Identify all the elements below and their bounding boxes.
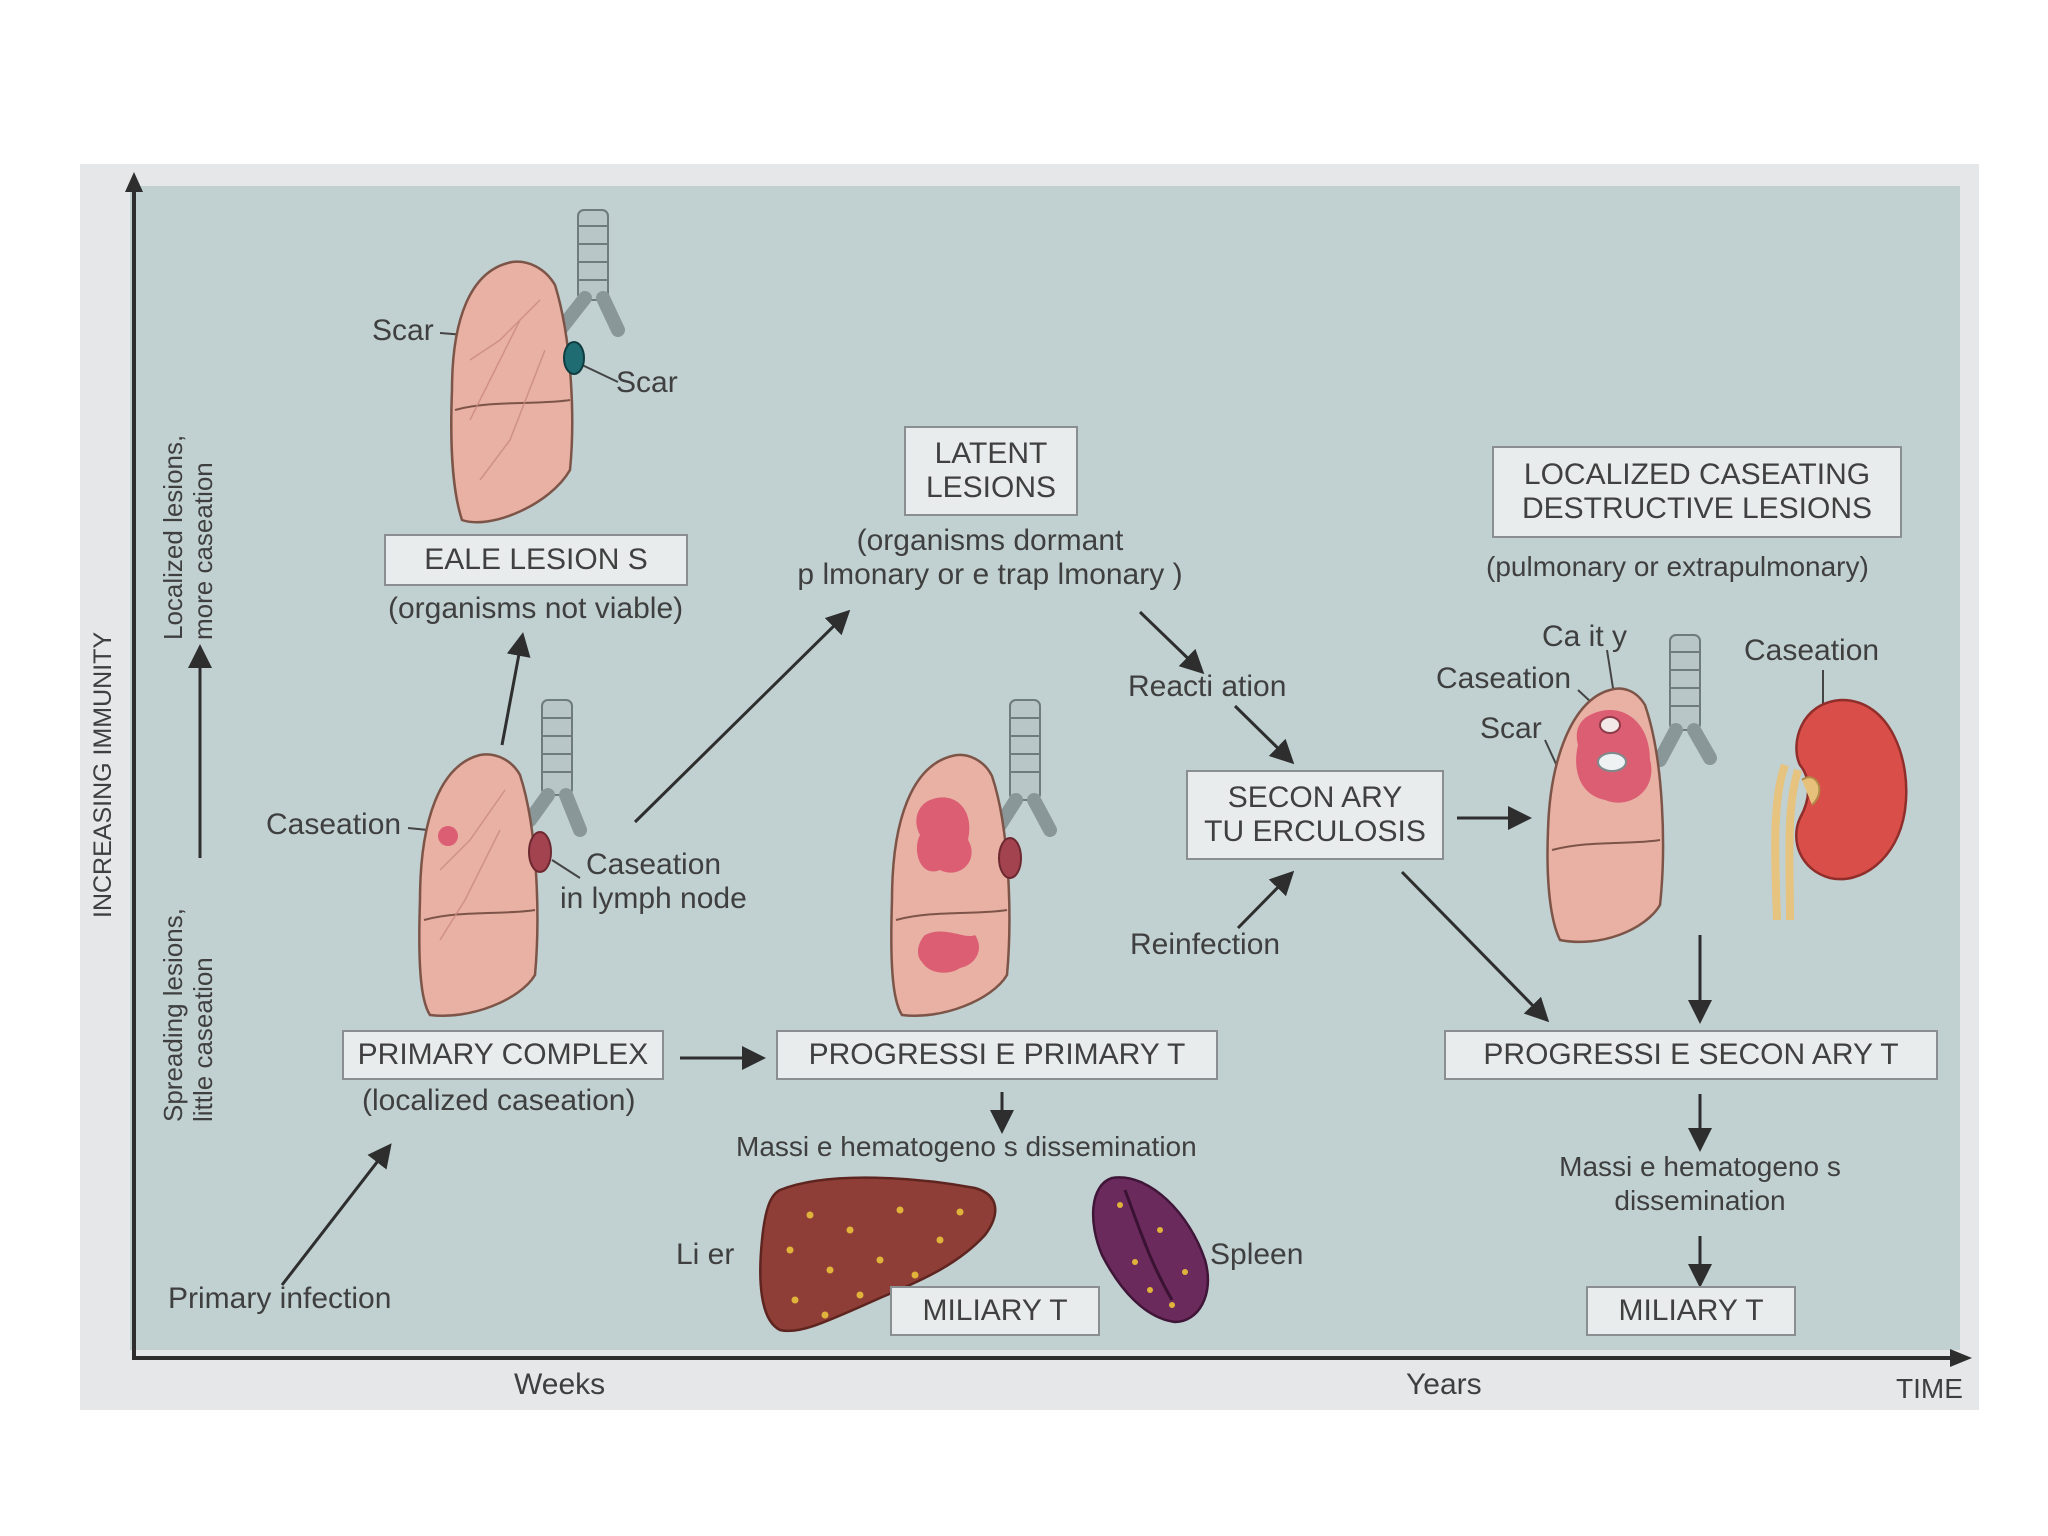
leader-caseation-node	[551, 859, 581, 879]
lung-lobe	[450, 260, 574, 524]
caseous-lymph-node	[528, 831, 552, 873]
caseation-patch-upper	[916, 797, 972, 873]
dissemination-left-label: Massi e hematogeno s dissemination	[736, 1131, 1197, 1162]
axes	[125, 172, 1972, 1367]
kidney-illustration	[1771, 698, 1908, 921]
y-lower-note: Spreading lesions, little caseation	[158, 908, 218, 1122]
primary-complex-note: (localized caseation)	[362, 1084, 636, 1117]
x-tick-years: Years	[1406, 1368, 1482, 1401]
arrow-reactivation-to-secondary	[1233, 704, 1295, 765]
latent-note: (organisms dormant p lmonary or e trap l…	[780, 524, 1200, 592]
localized-line1: LOCALIZED CASEATING	[1523, 458, 1871, 491]
caseation-lung-label: Caseation	[1436, 662, 1572, 695]
liver-label: Li er	[676, 1238, 735, 1271]
secondary-lung-illustration	[1546, 634, 1717, 944]
trachea	[577, 209, 609, 301]
primary-infection-label: Primary infection	[168, 1282, 392, 1315]
primary-lung-illustration	[418, 699, 587, 1017]
scar	[1597, 752, 1627, 772]
localized-line2: DESTRUCTIVE LESIONS	[1521, 492, 1873, 525]
x-axis-arrowhead	[1950, 1349, 1972, 1367]
reinfection-label: Reinfection	[1130, 928, 1281, 961]
latent-note-line1: (organisms dormant	[856, 524, 1124, 557]
primary-complex-box: PRIMARY COMPLEX	[342, 1030, 664, 1080]
progressive-secondary-box: PROGRESSI E SECON ARY T	[1444, 1030, 1938, 1080]
caseation-node-line2: in lymph node	[560, 882, 747, 915]
secondary-line1: SECON ARY	[1227, 781, 1403, 814]
arrow-latent-to-reactivation	[1138, 610, 1205, 675]
miliary-tb-right-box: MILIARY T	[1586, 1286, 1796, 1336]
latent-lesions-box: LATENT LESIONS	[904, 426, 1078, 516]
progressive-primary-box: PROGRESSI E PRIMARY T	[776, 1030, 1218, 1080]
primary-complex-text: PRIMARY COMPLEX	[357, 1038, 649, 1071]
cavity	[1599, 716, 1621, 734]
y-axis-arrowhead	[125, 172, 143, 192]
secondary-tb-box: SECON ARY TU ERCULOSIS	[1186, 770, 1444, 860]
localized-note: (pulmonary or extrapulmonary)	[1486, 551, 1869, 582]
ghon-focus	[438, 826, 458, 846]
y-lower-note-line1: Spreading lesions,	[158, 908, 188, 1122]
y-axis-label: INCREASING IMMUNITY	[89, 631, 117, 918]
calcified-node	[563, 341, 585, 375]
healed-note: (organisms not viable)	[388, 592, 684, 625]
latent-note-line2: p lmonary or e trap lmonary )	[797, 558, 1183, 591]
healed-lesions-box: EALE LESION S	[384, 534, 688, 586]
dissemination-right-line2: dissemination	[1614, 1185, 1786, 1216]
arrow-primary-to-healed	[500, 632, 531, 746]
arrow-reinfection-to-secondary	[1236, 870, 1295, 930]
caseation-node-label: Caseation in lymph node	[560, 848, 747, 916]
lung-lobe	[418, 753, 539, 1017]
y-upper-note-line2: more caseation	[188, 462, 218, 640]
y-upper-note-line1: Localized lesions,	[158, 434, 188, 640]
cavity-label: Ca it y	[1542, 620, 1628, 653]
spleen-illustration	[1091, 1176, 1210, 1324]
leader-scar-2	[579, 363, 619, 383]
caseation-kidney-label: Caseation	[1744, 634, 1880, 667]
liver-illustration	[759, 1176, 997, 1333]
secondary-line2: TU ERCULOSIS	[1204, 815, 1426, 848]
ureter	[1771, 763, 1802, 921]
bronchus	[553, 291, 625, 337]
localized-lesions-box: LOCALIZED CASEATING DESTRUCTIVE LESIONS	[1492, 446, 1902, 538]
arrow-infection-to-primary	[280, 1143, 392, 1286]
scar-secondary-label: Scar	[1480, 712, 1542, 745]
x-axis-label: TIME	[1896, 1373, 1963, 1404]
dissemination-right-label: Massi e hematogeno s dissemination	[1520, 1150, 1880, 1218]
lung-lobe	[890, 753, 1011, 1017]
miliary-right-text: MILIARY T	[1618, 1294, 1764, 1327]
scar-label-left: Scar	[372, 314, 434, 347]
arrow-secondary-to-progressive	[1400, 870, 1550, 1023]
dissemination-right-line1: Massi e hematogeno s	[1559, 1151, 1841, 1182]
progressive-lung-illustration	[890, 699, 1057, 1017]
latent-line1: LATENT	[934, 437, 1048, 470]
miliary-left-text: MILIARY T	[922, 1294, 1068, 1327]
arrow-primary-to-latent	[633, 609, 851, 824]
spleen	[1091, 1176, 1210, 1324]
scar-label-right: Scar	[616, 366, 678, 399]
caseation-node-line1: Caseation	[586, 848, 722, 881]
kidney	[1795, 698, 1908, 881]
latent-line2: LESIONS	[925, 471, 1057, 504]
reactivation-label: Reacti ation	[1128, 670, 1287, 703]
healed-lesions-text: EALE LESION S	[424, 543, 648, 576]
x-tick-weeks: Weeks	[514, 1368, 606, 1401]
y-upper-note: Localized lesions, more caseation	[158, 435, 218, 640]
progressive-secondary-text: PROGRESSI E SECON ARY T	[1483, 1038, 1899, 1071]
flow-arrows	[280, 609, 1712, 1288]
spleen-label: Spleen	[1210, 1238, 1304, 1271]
progressive-primary-text: PROGRESSI E PRIMARY T	[808, 1038, 1186, 1071]
miliary-tb-left-box: MILIARY T	[890, 1286, 1100, 1336]
y-lower-note-line2: little caseation	[188, 957, 218, 1122]
caseation-primary-label: Caseation	[266, 808, 402, 841]
caseation-patch-lower	[918, 931, 980, 973]
healed-lung-illustration	[450, 209, 625, 524]
